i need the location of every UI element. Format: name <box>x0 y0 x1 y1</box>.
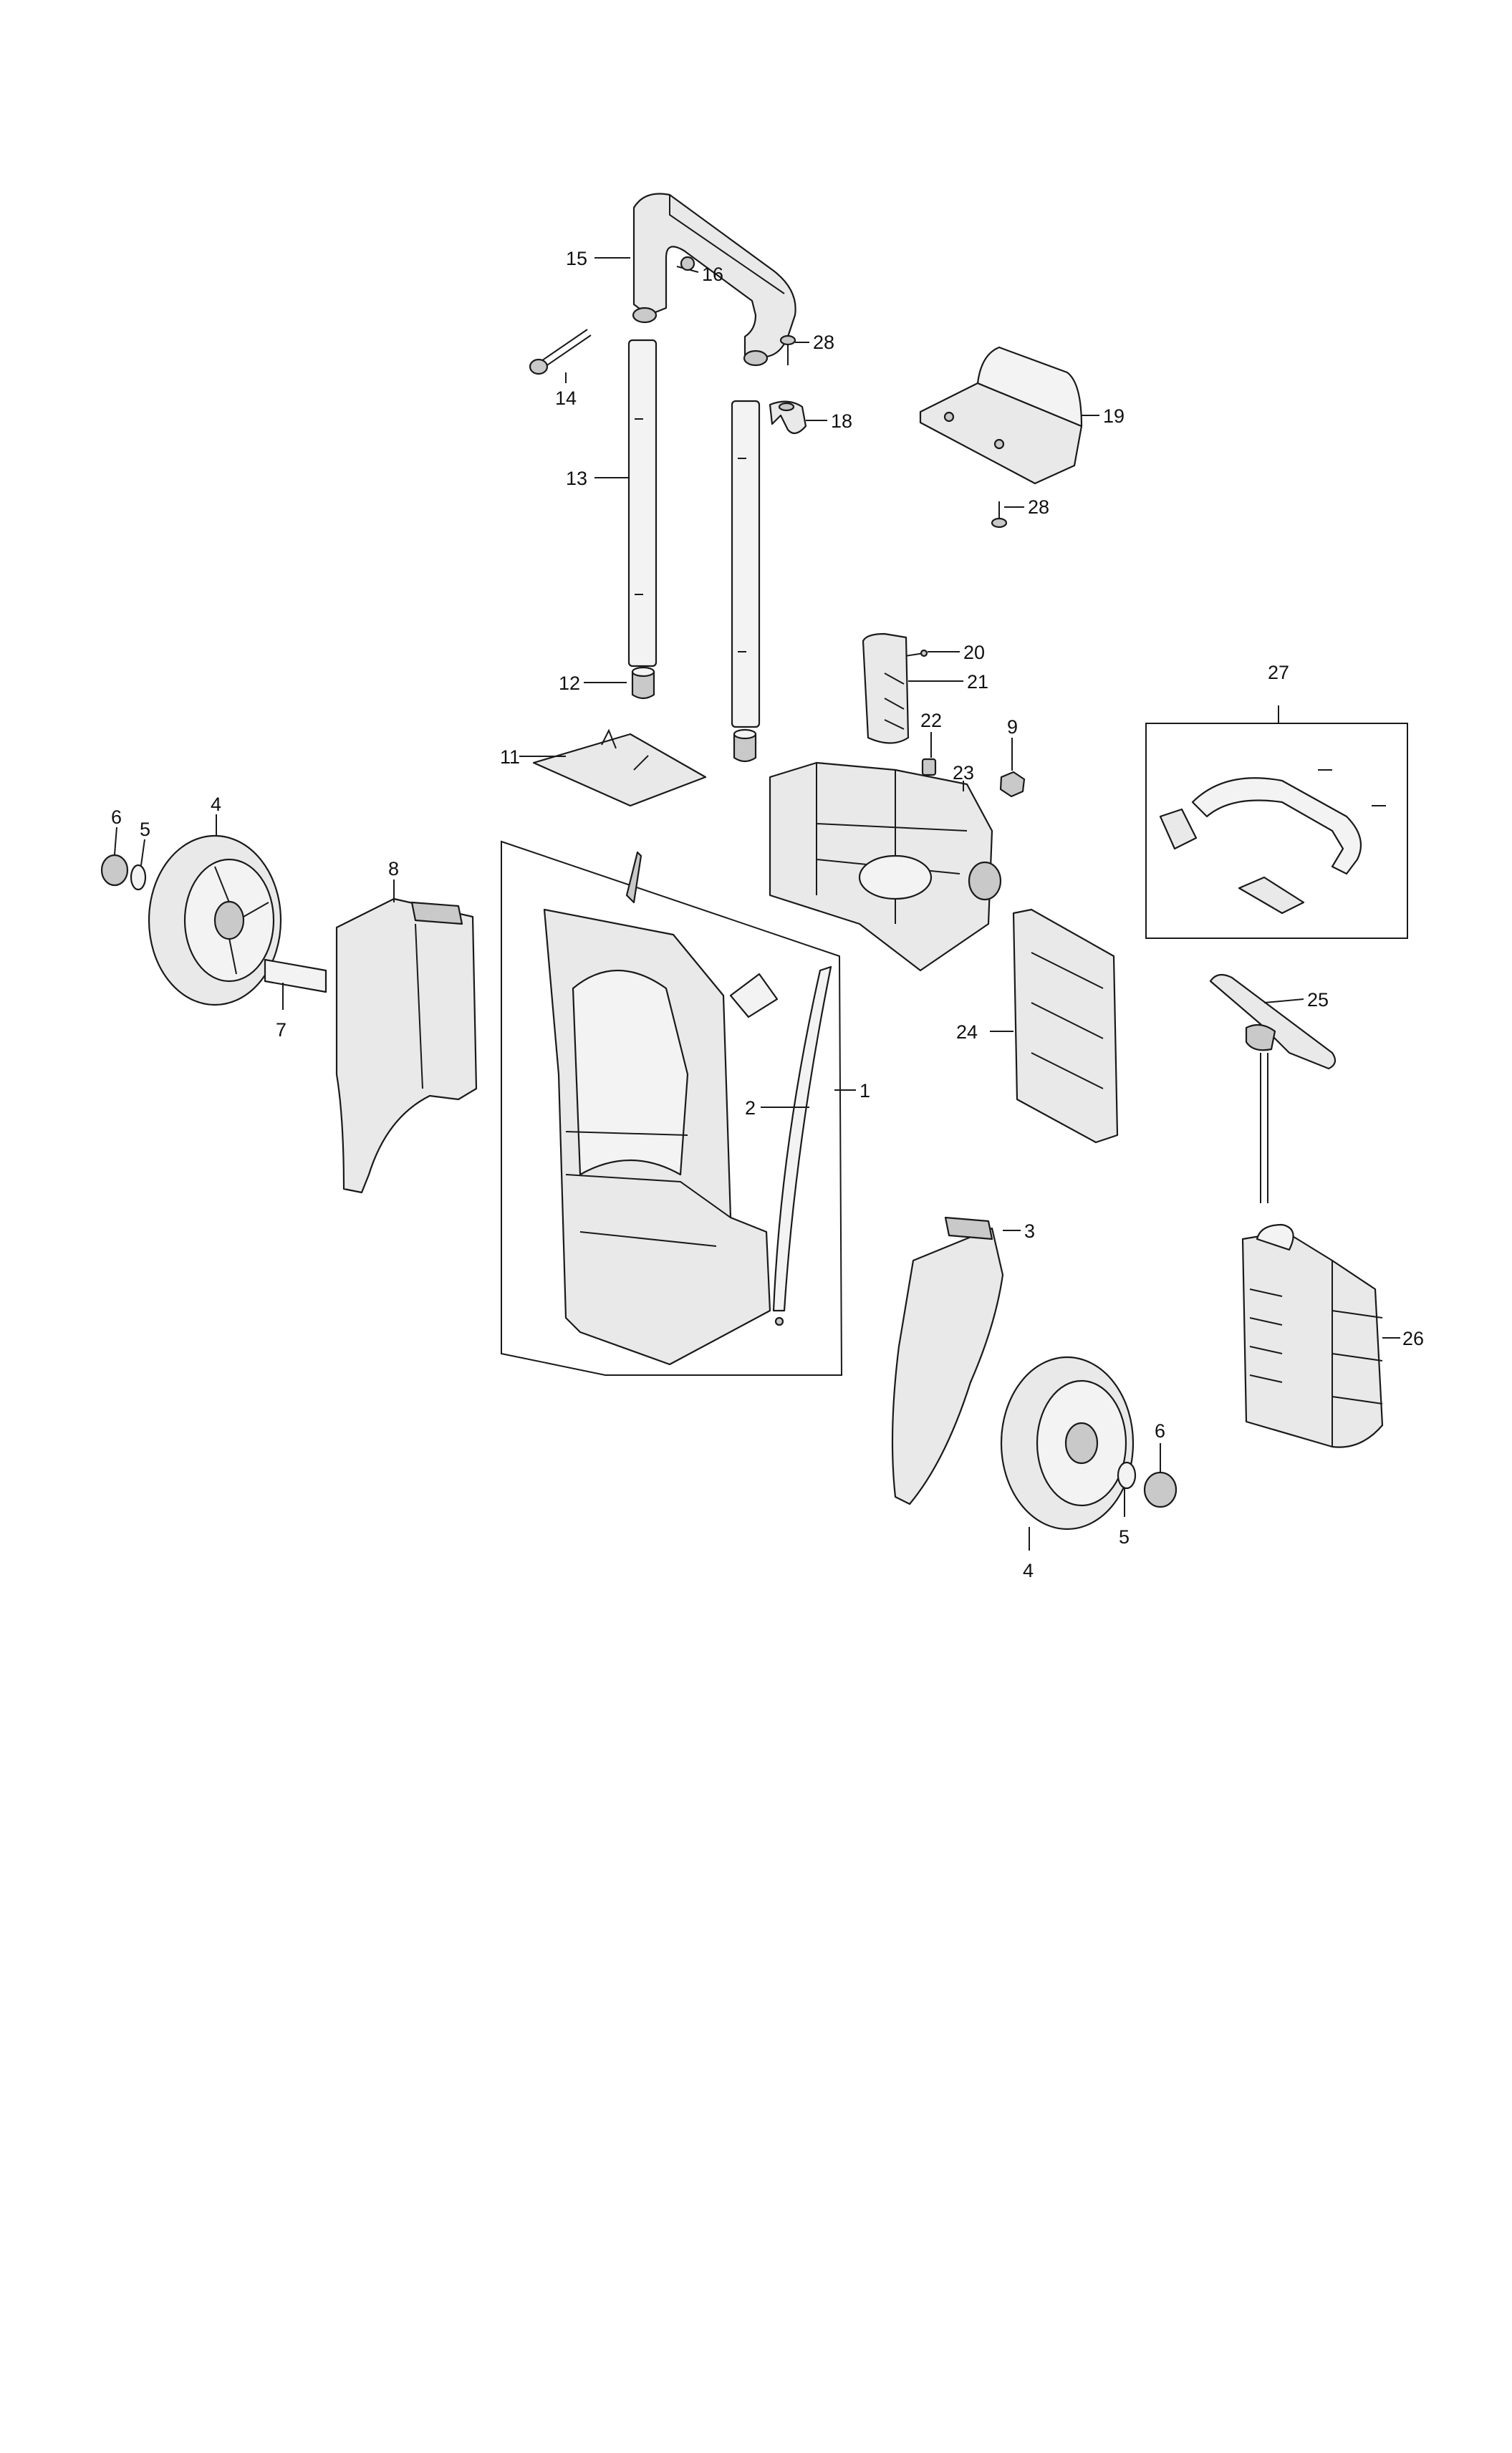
part-26-bottle <box>1241 1223 1384 1448</box>
callout-22: 22 <box>920 710 942 731</box>
callout-labels: 15 16 14 13 12 11 28 18 19 28 20 21 22 9… <box>111 248 1424 1581</box>
callout-12: 12 <box>559 673 580 694</box>
callout-19: 19 <box>1103 405 1125 427</box>
callout-5-left: 5 <box>140 819 150 840</box>
callout-6-left: 6 <box>111 806 122 828</box>
callout-20: 20 <box>963 642 985 663</box>
part-13-left-tube <box>627 339 658 668</box>
part-6-cap-right <box>1143 1471 1178 1508</box>
part-27-accessory-kit <box>1145 723 1408 939</box>
callout-23: 23 <box>953 762 974 784</box>
part-28-screw-upper <box>779 334 796 365</box>
part-2-seal-strip <box>772 965 832 1326</box>
part-21-holder <box>862 632 910 744</box>
part-25-nozzle <box>1209 973 1337 1203</box>
part-9-nut <box>999 771 1026 798</box>
callout-18: 18 <box>831 410 852 432</box>
part-16-screw <box>676 256 699 273</box>
callout-16: 16 <box>702 264 723 285</box>
part-6-cap-left <box>100 854 129 887</box>
callout-5-right: 5 <box>1119 1526 1130 1548</box>
callout-14: 14 <box>555 387 577 409</box>
callout-28-upper: 28 <box>813 332 834 353</box>
part-18-clip <box>769 400 807 435</box>
callout-1: 1 <box>859 1080 870 1102</box>
callout-7: 7 <box>276 1019 286 1041</box>
callout-2: 2 <box>745 1097 756 1119</box>
part-3-right-cover <box>891 1216 1004 1505</box>
part-28-screw-lower <box>991 501 1008 529</box>
part-4-right-wheel <box>1000 1356 1135 1531</box>
part-5-washer-right <box>1117 1461 1137 1490</box>
callout-21: 21 <box>967 671 988 693</box>
part-23-motor-mount <box>769 761 1002 972</box>
part-12-tube-caps <box>631 666 757 763</box>
part-4-left-wheel <box>148 834 282 1006</box>
part-15-handle <box>632 193 796 367</box>
part-14-bolt <box>529 329 592 375</box>
callout-9: 9 <box>1007 716 1018 738</box>
callout-3: 3 <box>1024 1220 1035 1242</box>
part-7-axle <box>264 958 327 993</box>
leader-lines <box>114 257 1400 1551</box>
callout-11: 11 <box>500 746 520 768</box>
part-1-housing-group <box>501 840 843 1376</box>
part-5-washer-left <box>130 864 147 891</box>
part-22-switch <box>921 758 937 776</box>
part-8-left-cover <box>335 897 478 1194</box>
part-19-tray <box>919 346 1083 485</box>
callout-8: 8 <box>388 858 399 879</box>
callout-25: 25 <box>1307 989 1329 1011</box>
callout-6-right: 6 <box>1155 1420 1165 1442</box>
part-24-bracket <box>1012 908 1119 1144</box>
callout-28-lower: 28 <box>1028 496 1049 518</box>
part-13-right-tube <box>731 400 761 728</box>
callout-27: 27 <box>1268 662 1289 683</box>
callout-15: 15 <box>566 248 587 269</box>
part-11-cover <box>532 728 707 807</box>
callout-26: 26 <box>1402 1328 1424 1349</box>
callout-4-right: 4 <box>1023 1560 1034 1581</box>
callout-24: 24 <box>956 1021 978 1043</box>
callout-4-left: 4 <box>211 794 221 815</box>
callout-13: 13 <box>566 468 587 489</box>
